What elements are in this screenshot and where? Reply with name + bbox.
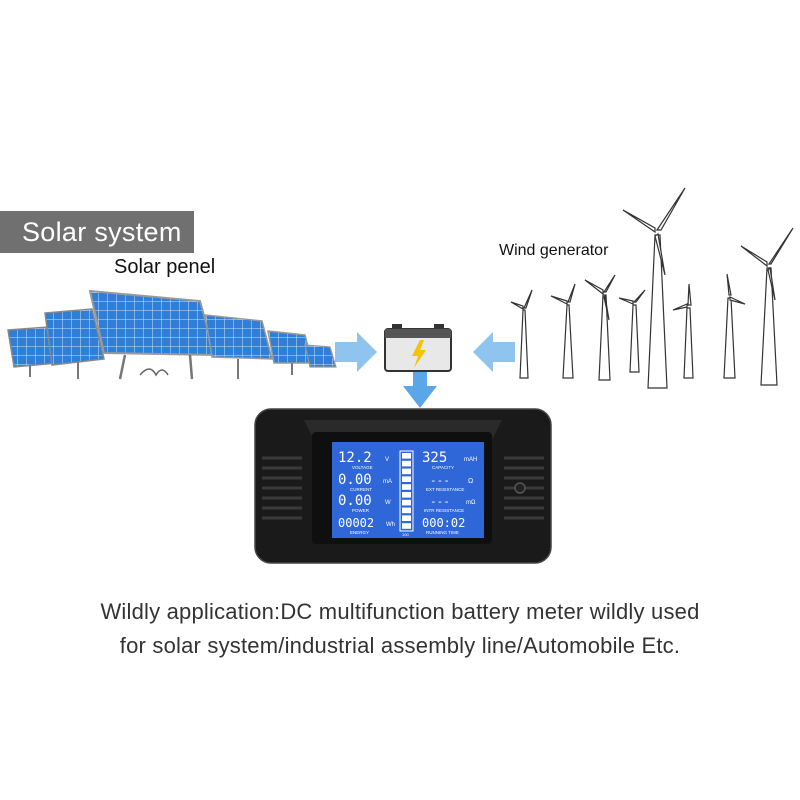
bar-segment [402, 523, 411, 529]
wind-turbine-small-2 [550, 283, 576, 379]
battery-meter-device: 12.2 V VOLTAGE 0.00 mA CURRENT 0.00 W PO… [254, 408, 552, 564]
solar-system-tag: Solar system [0, 211, 194, 253]
wind-turbine-right [740, 227, 794, 386]
bar-segment [402, 484, 411, 490]
solar-panel-main [88, 289, 217, 380]
capacity-unit: mAH [464, 457, 477, 463]
solar-panel-label: Solar penel [114, 256, 216, 278]
wind-turbine-small-1 [510, 289, 533, 379]
wind-turbine-small-5 [723, 273, 746, 379]
caption-line-2: for solar system/industrial assembly lin… [119, 633, 681, 658]
int-resistance-unit: mΩ [466, 500, 476, 506]
left-grip [262, 456, 302, 520]
running-time-label: RUNNING TIME [426, 530, 459, 535]
bar-segment [402, 460, 411, 467]
capacity-value: 325 [422, 450, 447, 466]
arrow-right-icon [335, 332, 377, 372]
caption-line-1: Wildly application:DC multifunction batt… [100, 599, 700, 624]
solar-panel-4 [204, 314, 273, 379]
solar-panels-illustration [7, 289, 337, 380]
wind-turbine-large [622, 187, 686, 389]
energy-unit: Wh [386, 522, 395, 528]
current-value: 0.00 [338, 472, 372, 488]
voltage-unit: V [385, 457, 389, 463]
energy-value: 00002 [338, 516, 374, 530]
voltage-value: 12.2 [338, 450, 372, 466]
bar-segment [402, 476, 411, 482]
bar-tag: 100 [402, 532, 409, 537]
wind-turbine-small-4 [672, 283, 694, 379]
meter-button[interactable] [514, 482, 526, 494]
battery-icon [384, 324, 452, 372]
bar-segment [402, 468, 411, 475]
power-label: POWER [352, 508, 370, 513]
current-unit: mA [383, 479, 392, 485]
power-unit: W [385, 500, 391, 506]
right-grip [504, 456, 544, 520]
capacity-label: CAPACITY [432, 465, 454, 470]
bar-segment [402, 499, 411, 506]
wind-generator-label: Wind generator [499, 242, 609, 259]
bar-segment [402, 492, 411, 498]
power-value: 0.00 [338, 493, 372, 509]
solar-panel-6 [304, 344, 337, 368]
arrow-down-icon [403, 372, 437, 408]
wind-turbine-small-3 [618, 289, 646, 373]
current-label: CURRENT [350, 487, 372, 492]
ext-resistance-label: EXT RESISTANCE [426, 487, 464, 492]
energy-label: ENERGY [350, 530, 369, 535]
ext-resistance-unit: Ω [468, 478, 473, 485]
battery-level-bar [399, 450, 414, 532]
grass-icon [139, 368, 169, 377]
bar-segment [402, 515, 411, 521]
ext-resistance-value: --- [430, 474, 450, 487]
int-resistance-value: --- [430, 495, 450, 508]
int-resistance-label: INTR RESISTANCE [424, 508, 464, 513]
bar-segment [402, 507, 411, 514]
running-time-value: 000:02 [422, 516, 465, 530]
solar-panel-5 [267, 330, 313, 375]
wind-turbines-illustration [510, 187, 794, 389]
solar-panel-2 [44, 308, 105, 379]
arrow-left-icon [473, 332, 515, 372]
bar-segment [402, 453, 411, 459]
wind-turbine-mid [584, 274, 616, 381]
flow-arrows [335, 332, 515, 408]
voltage-label: VOLTAGE [352, 465, 373, 470]
